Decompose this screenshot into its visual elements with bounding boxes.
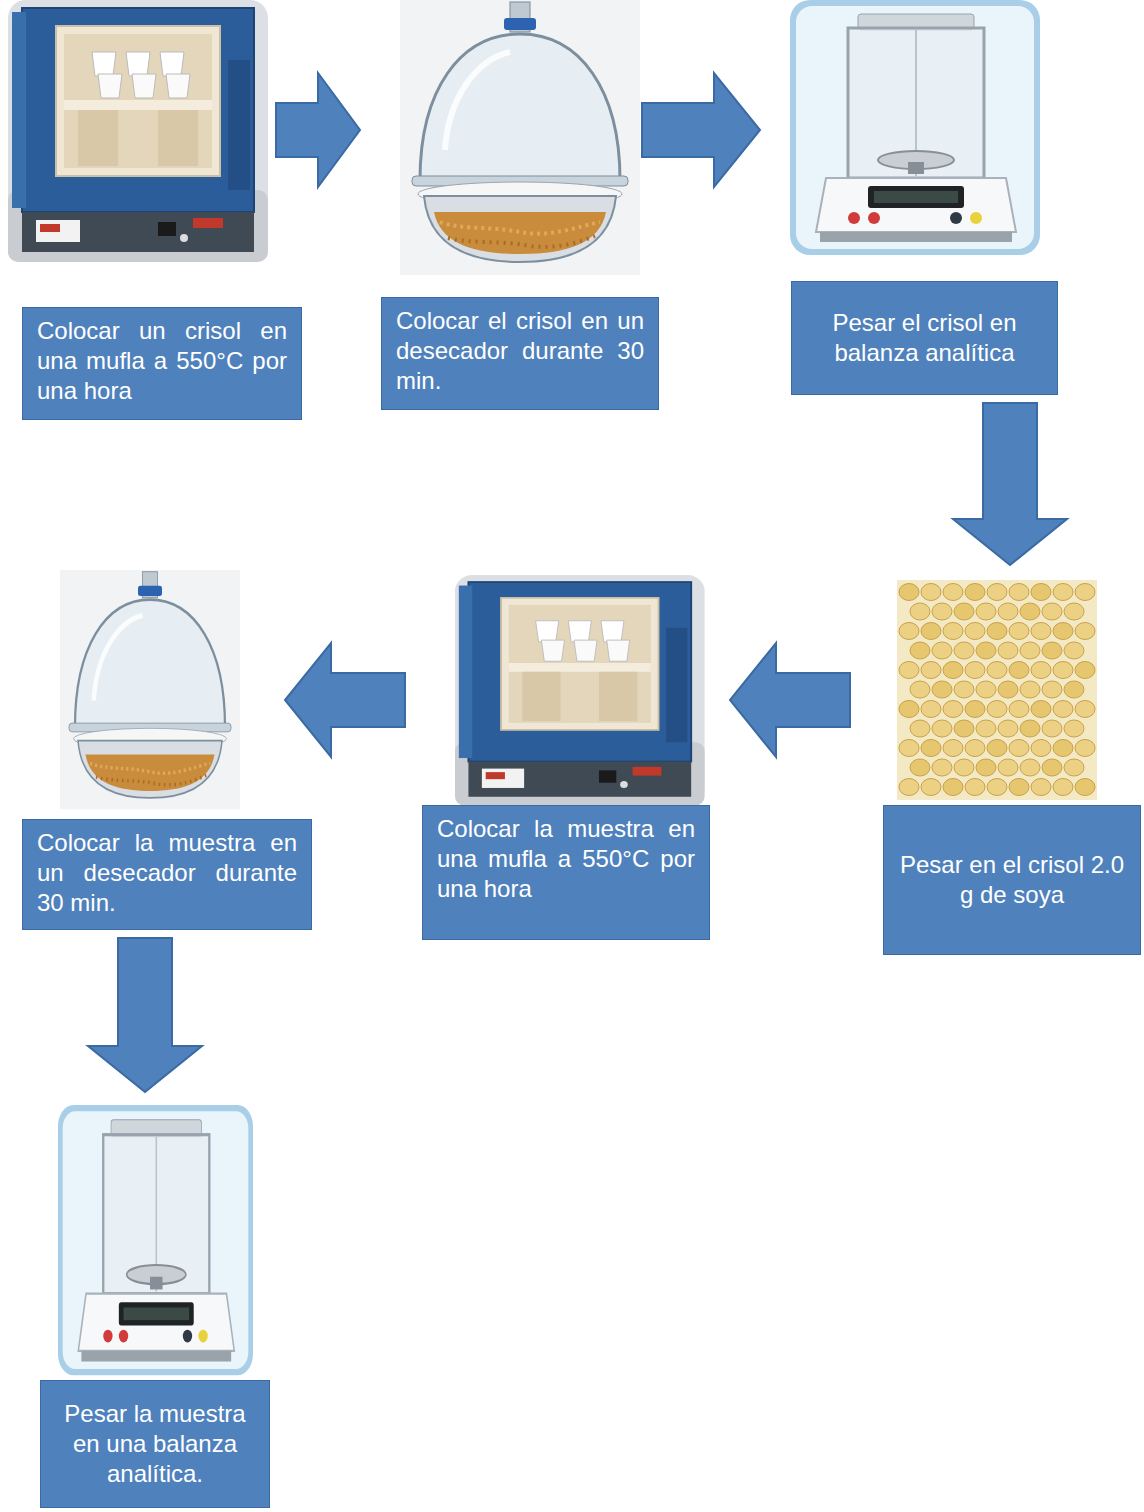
step-text: Pesar en el crisol 2.0 g de soya [898, 850, 1126, 910]
muffle-furnace-photo [455, 575, 705, 806]
process-box: Colocar un crisol en una mufla a 550°C p… [22, 307, 302, 420]
step-text: Colocar el crisol en un desecador durant… [396, 306, 644, 396]
muffle-furnace-photo [8, 0, 268, 262]
desiccator-photo [400, 0, 640, 275]
block-arrow [88, 938, 202, 1092]
process-box: Pesar la muestra en una balanza analític… [40, 1380, 270, 1508]
block-arrow [642, 73, 760, 187]
block-arrow [285, 643, 405, 757]
step-text: Pesar el crisol en balanza analítica [806, 308, 1043, 368]
process-box: Colocar el crisol en un desecador durant… [381, 297, 659, 410]
block-arrow [953, 403, 1067, 565]
block-arrow [730, 643, 850, 757]
step-text: Colocar la muestra en un desecador duran… [37, 828, 297, 918]
process-box: Colocar la muestra en una mufla a 550°C … [422, 805, 710, 940]
block-arrow [276, 73, 360, 187]
soybeans-photo [897, 580, 1097, 800]
balance-photo [58, 1105, 253, 1375]
step-text: Colocar un crisol en una mufla a 550°C p… [37, 316, 287, 406]
step-text: Pesar la muestra en una balanza analític… [55, 1399, 255, 1489]
balance-photo [790, 0, 1040, 255]
process-box: Pesar en el crisol 2.0 g de soya [883, 805, 1141, 955]
process-box: Colocar la muestra en un desecador duran… [22, 819, 312, 930]
step-text: Colocar la muestra en una mufla a 550°C … [437, 814, 695, 904]
process-box: Pesar el crisol en balanza analítica [791, 281, 1058, 395]
desiccator-photo [60, 570, 240, 809]
